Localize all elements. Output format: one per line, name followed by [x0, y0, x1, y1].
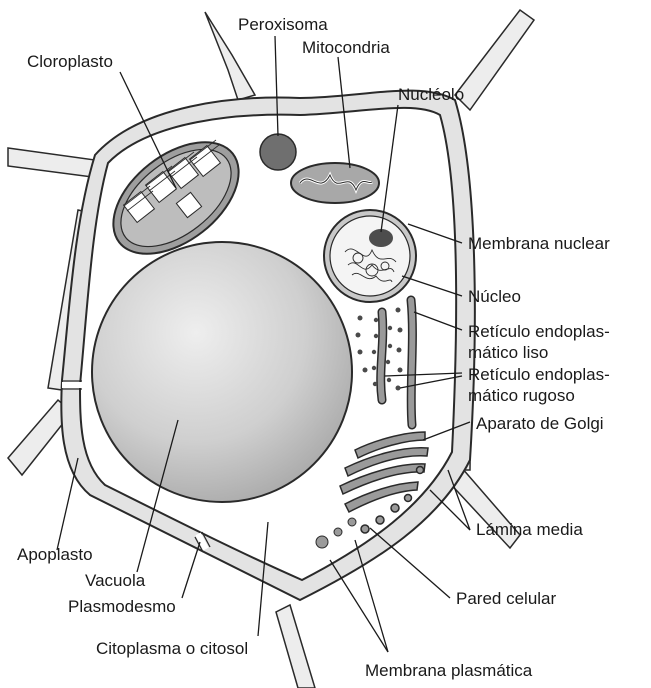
label-pared-celular: Pared celular — [456, 589, 557, 608]
nucleus — [324, 210, 416, 302]
label-rer-line2: mático rugoso — [468, 386, 575, 405]
label-nucleolo: Nucléolo — [398, 85, 464, 104]
label-nucleo: Núcleo — [468, 287, 521, 306]
label-rel-line1: Retículo endoplas- — [468, 322, 610, 341]
label-membrana-nuclear: Membrana nuclear — [468, 234, 610, 253]
label-lamina-media: Lámina media — [476, 520, 583, 539]
label-mitocondria: Mitocondria — [302, 38, 390, 57]
label-rel-line2: mático liso — [468, 343, 548, 362]
label-rer-line1: Retículo endoplas- — [468, 365, 610, 384]
label-membrana-plasmatica: Membrana plasmática — [365, 661, 533, 680]
label-cloroplasto: Cloroplasto — [27, 52, 113, 71]
label-citoplasma: Citoplasma o citosol — [96, 639, 248, 658]
label-apoplasto: Apoplasto — [17, 545, 93, 564]
label-peroxisoma: Peroxisoma — [238, 15, 328, 34]
label-plasmodesmo: Plasmodesmo — [68, 597, 176, 616]
peroxisome — [260, 134, 296, 170]
vacuole — [92, 242, 352, 502]
mitochondrion — [291, 163, 379, 203]
label-vacuola: Vacuola — [85, 571, 146, 590]
label-golgi: Aparato de Golgi — [476, 414, 604, 433]
